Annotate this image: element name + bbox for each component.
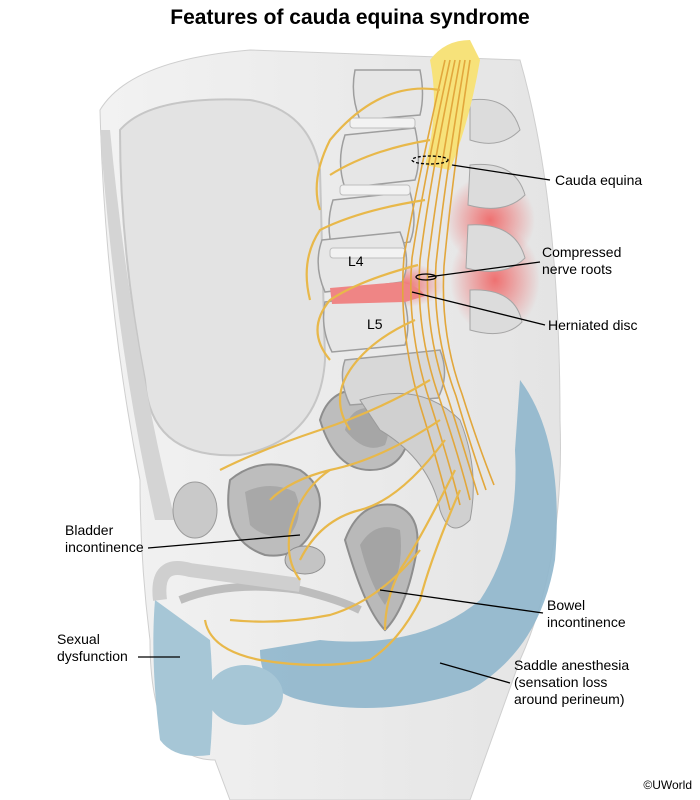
leader-bladder [147,534,301,549]
label-saddle-anesthesia: Saddle anesthesia (sensation loss around… [514,657,629,708]
label-bowel-line2: incontinence [547,614,626,630]
penis-shaded [153,600,213,756]
peripheral-nerves [203,87,462,667]
label-sexual-line2: dysfunction [57,648,128,664]
pubic-bone [172,481,218,539]
figure-title: Features of cauda equina syndrome [170,6,530,29]
label-bladder-line2: incontinence [65,539,144,555]
penis-shaft [152,561,301,601]
label-bowel-line1: Bowel [547,597,586,613]
label-sexual-line1: Sexual [57,631,100,647]
vertebra-label-l4: L4 [348,253,364,269]
leader-saddle [439,662,511,684]
label-bladder-line1: Bladder [65,522,114,538]
label-bowel-incontinence: Bowel incontinence [547,597,626,631]
label-sexual-dysfunction: Sexual dysfunction [57,631,128,665]
label-cauda-equina: Cauda equina [555,172,643,188]
label-compressed-line1: Compressed [542,244,622,260]
copyright-credit: ©UWorld [643,778,692,792]
label-herniated-disc: Herniated disc [548,317,638,333]
sacrum [359,392,474,529]
saddle-anesthesia-region [260,380,557,708]
label-compressed-line2: nerve roots [542,261,613,277]
abdominal-cavity [118,98,327,457]
label-saddle-line2: (sensation loss [514,674,608,690]
leader-herniated-disc [411,291,546,326]
scrotum-shaded [207,665,283,725]
leader-cauda-equina [451,164,551,181]
label-compressed-nerve-roots: Compressed nerve roots [542,244,621,278]
prostate [284,545,326,575]
label-saddle-line1: Saddle anesthesia [514,657,630,673]
leader-compressed-roots [427,261,541,278]
label-bladder-incontinence: Bladder incontinence [65,522,144,556]
abdominal-wall [100,130,175,520]
leader-lines [138,155,551,684]
vertebra-label-l5: L5 [367,316,383,332]
label-saddle-line3: around perineum) [514,691,625,707]
leader-bowel [379,589,544,614]
